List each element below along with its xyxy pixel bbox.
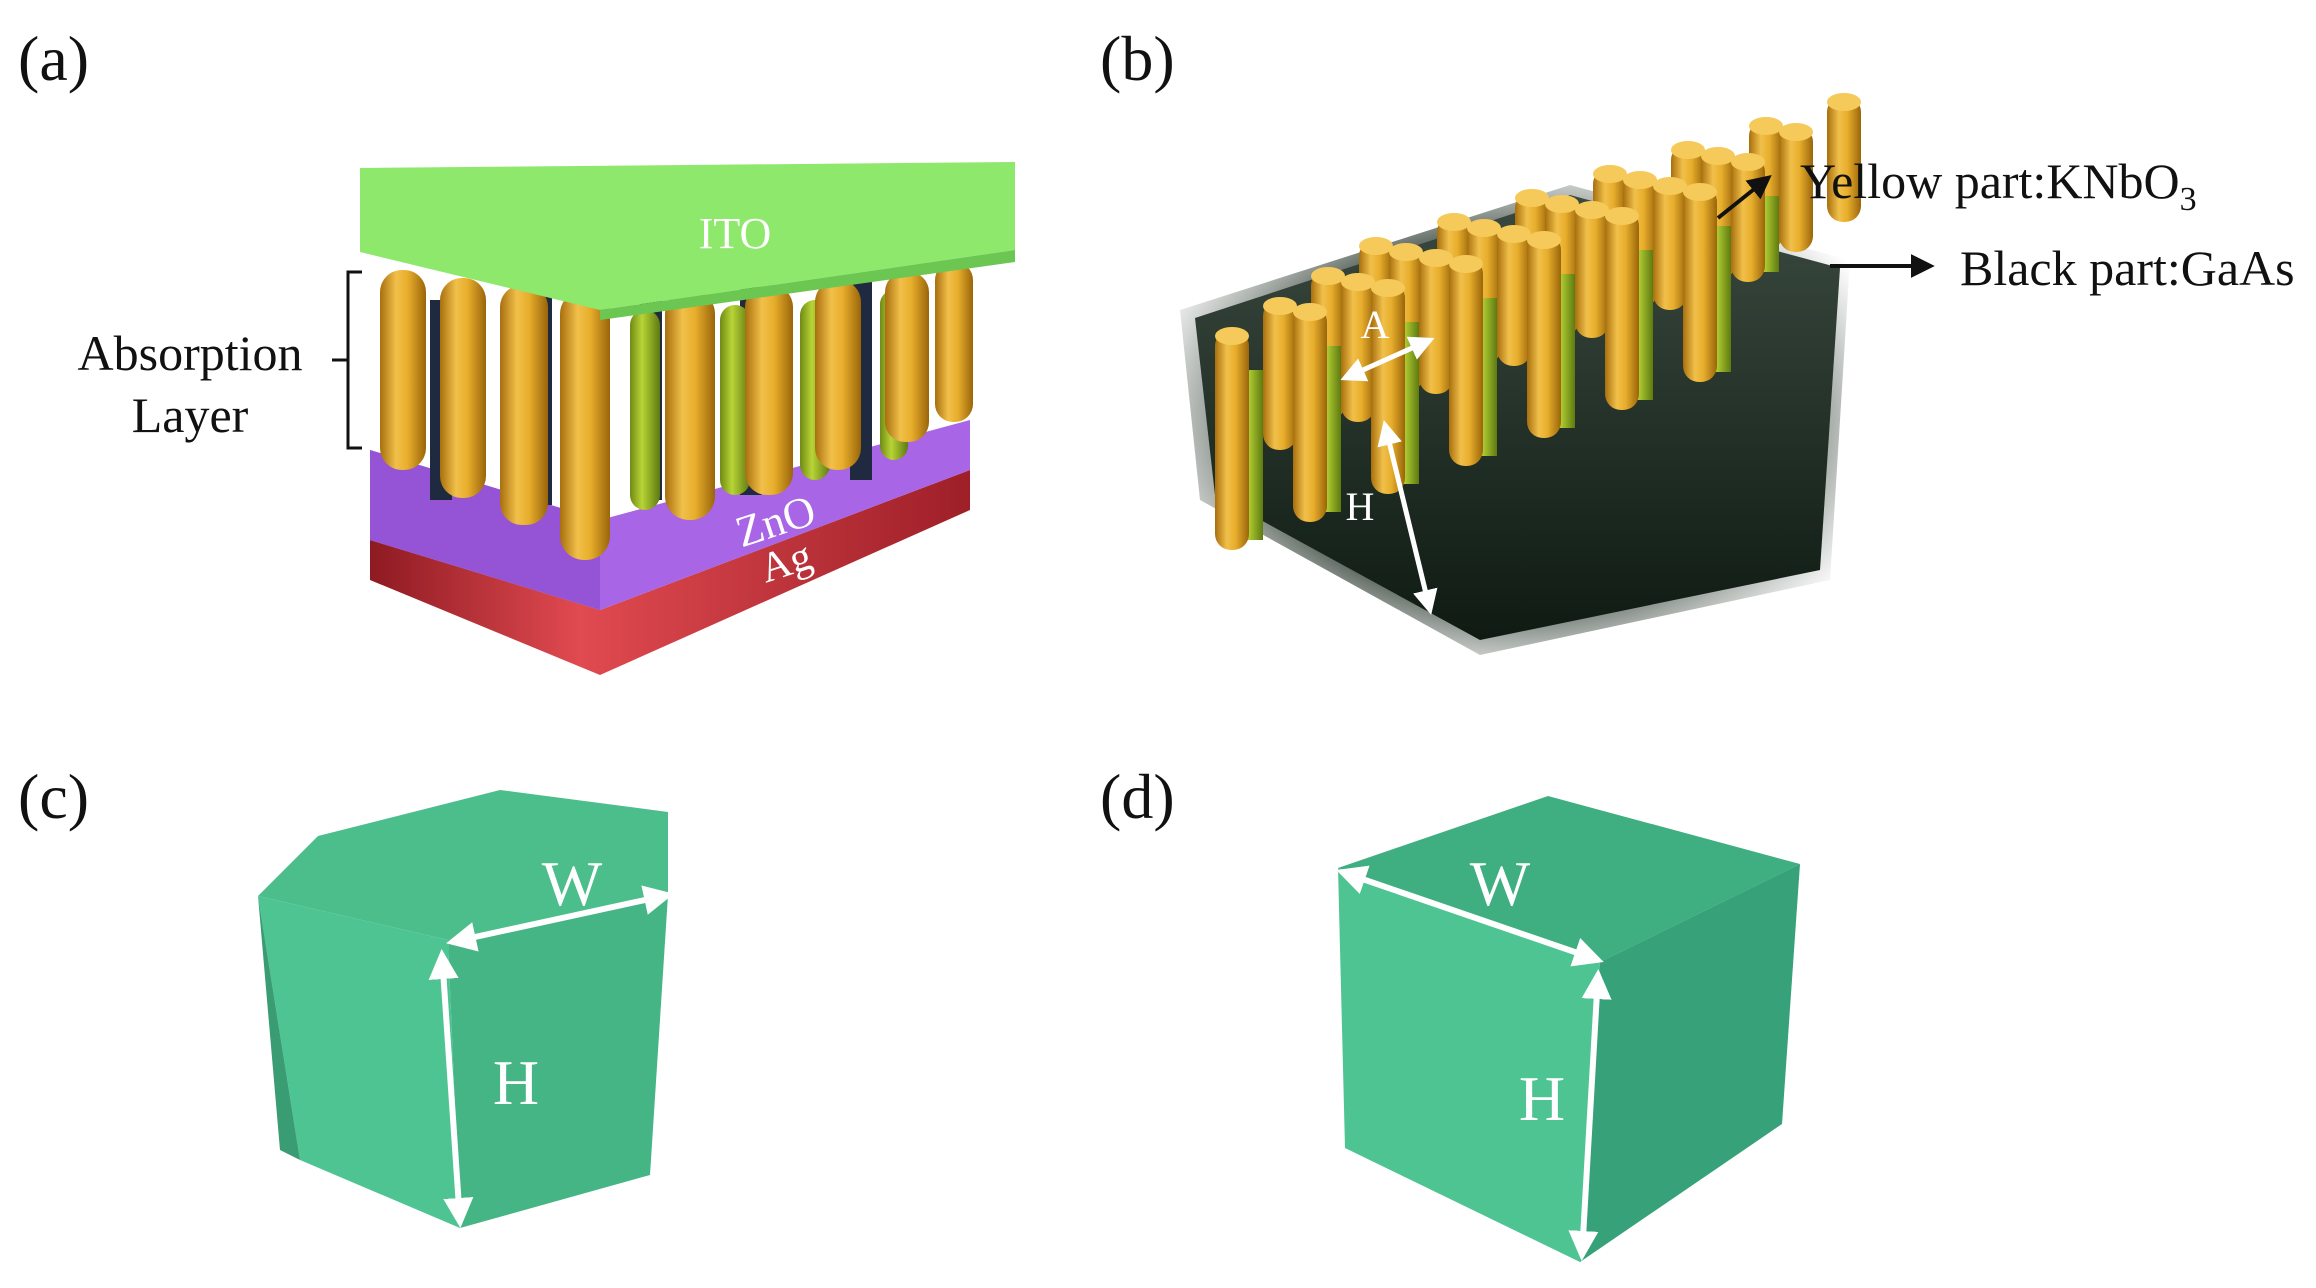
knbo3-pillar-cap — [1701, 147, 1735, 165]
knbo3-pillar-cap — [1293, 303, 1327, 321]
knbo3-pillar-cap — [1515, 189, 1549, 207]
knbo3-pillar-cap — [1671, 141, 1705, 159]
ag-layer — [370, 470, 970, 675]
knbo3-pillar-cap — [1437, 213, 1471, 231]
knbo3-pillar-cap — [1653, 177, 1687, 195]
yellow-annotation-arrow — [1716, 175, 1772, 220]
height-arrow-c — [428, 949, 474, 1228]
knbo3-pillar — [1293, 306, 1327, 522]
panel-c: (c) W H — [18, 761, 674, 1228]
period-arrow — [1340, 336, 1435, 382]
knbo3-pillar-cap — [1779, 123, 1813, 141]
knbo3-pillar — [1449, 258, 1483, 466]
height-arrow-b — [1377, 420, 1438, 615]
knbo3-pillar — [1731, 156, 1765, 282]
height-label-d: H — [1519, 1063, 1565, 1134]
absorption-bracket — [346, 270, 362, 450]
knbo3-pillar-cap — [1527, 231, 1561, 249]
knbo3-pillar — [1827, 96, 1861, 222]
ito-layer — [360, 162, 1015, 310]
knbo3-pillar-cap — [1605, 207, 1639, 225]
knbo3-pillar — [1779, 126, 1813, 252]
ito-label: ITO — [699, 209, 772, 258]
knbo3-pillar-cap — [1263, 297, 1297, 315]
knbo3-pillar-cap — [1593, 165, 1627, 183]
width-arrow-d — [1336, 865, 1604, 967]
black-annotation: Black part:GaAs — [1960, 240, 2295, 296]
knbo3-pillar-cap — [1215, 327, 1249, 345]
panel-c-label: (c) — [18, 761, 89, 832]
width-label-d: W — [1470, 848, 1531, 919]
knbo3-pillar-cap — [1449, 255, 1483, 273]
panel-a: (a) — [18, 23, 1015, 675]
knbo3-pillar-cap — [1371, 279, 1405, 297]
knbo3-pillar — [1605, 210, 1639, 410]
knbo3-pillar — [1497, 228, 1531, 366]
panel-b-label: (b) — [1100, 23, 1175, 94]
knbo3-pillar — [1419, 252, 1453, 394]
knbo3-pillar — [1215, 330, 1249, 550]
knbo3-pillar-cap — [1575, 201, 1609, 219]
knbo3-pillar — [1263, 300, 1297, 450]
cube-side — [1580, 864, 1800, 1262]
yellow-annotation: Yellow part:KNbO3 — [1800, 153, 2197, 218]
knbo3-pillar-cap — [1359, 237, 1393, 255]
hex-prism-front-right — [448, 895, 668, 1228]
knbo3-pillar-cap — [1467, 219, 1501, 237]
period-label: A — [1361, 302, 1390, 347]
knbo3-pillar-cap — [1749, 117, 1783, 135]
knbo3-pillar — [1653, 180, 1687, 310]
knbo3-pillar — [1341, 276, 1375, 422]
knbo3-pillar-array — [1215, 93, 1861, 550]
knbo3-pillar-cap — [1827, 93, 1861, 111]
panel-d-label: (d) — [1100, 761, 1175, 832]
height-label-c: H — [493, 1047, 539, 1118]
absorption-label-line2: Layer — [132, 387, 249, 443]
knbo3-pillar-cap — [1341, 273, 1375, 291]
height-label-b: H — [1346, 484, 1375, 529]
knbo3-pillar-cap — [1497, 225, 1531, 243]
knbo3-pillar — [1527, 234, 1561, 438]
knbo3-pillar-cap — [1731, 153, 1765, 171]
width-arrow-c — [446, 885, 674, 952]
width-label-c: W — [542, 848, 603, 919]
knbo3-pillar-cap — [1683, 183, 1717, 201]
height-arrow-d — [1568, 969, 1612, 1261]
knbo3-pillar-cap — [1623, 171, 1657, 189]
panel-a-label: (a) — [18, 23, 89, 94]
knbo3-pillar-cap — [1389, 243, 1423, 261]
panel-d: (d) W H — [1100, 761, 1800, 1262]
knbo3-pillar-cap — [1545, 195, 1579, 213]
knbo3-pillar — [1683, 186, 1717, 382]
absorption-label-line1: Absorption — [78, 325, 303, 381]
hex-prism-front-left — [258, 896, 460, 1228]
panel-b: (b) A H Yellow part:KNbO3 Black part:GaA… — [1100, 23, 2295, 655]
knbo3-pillar-cap — [1419, 249, 1453, 267]
knbo3-pillar — [1575, 204, 1609, 338]
cube-front — [1338, 868, 1600, 1262]
absorption-pillars-yellow — [380, 262, 973, 560]
knbo3-pillar-cap — [1311, 267, 1345, 285]
